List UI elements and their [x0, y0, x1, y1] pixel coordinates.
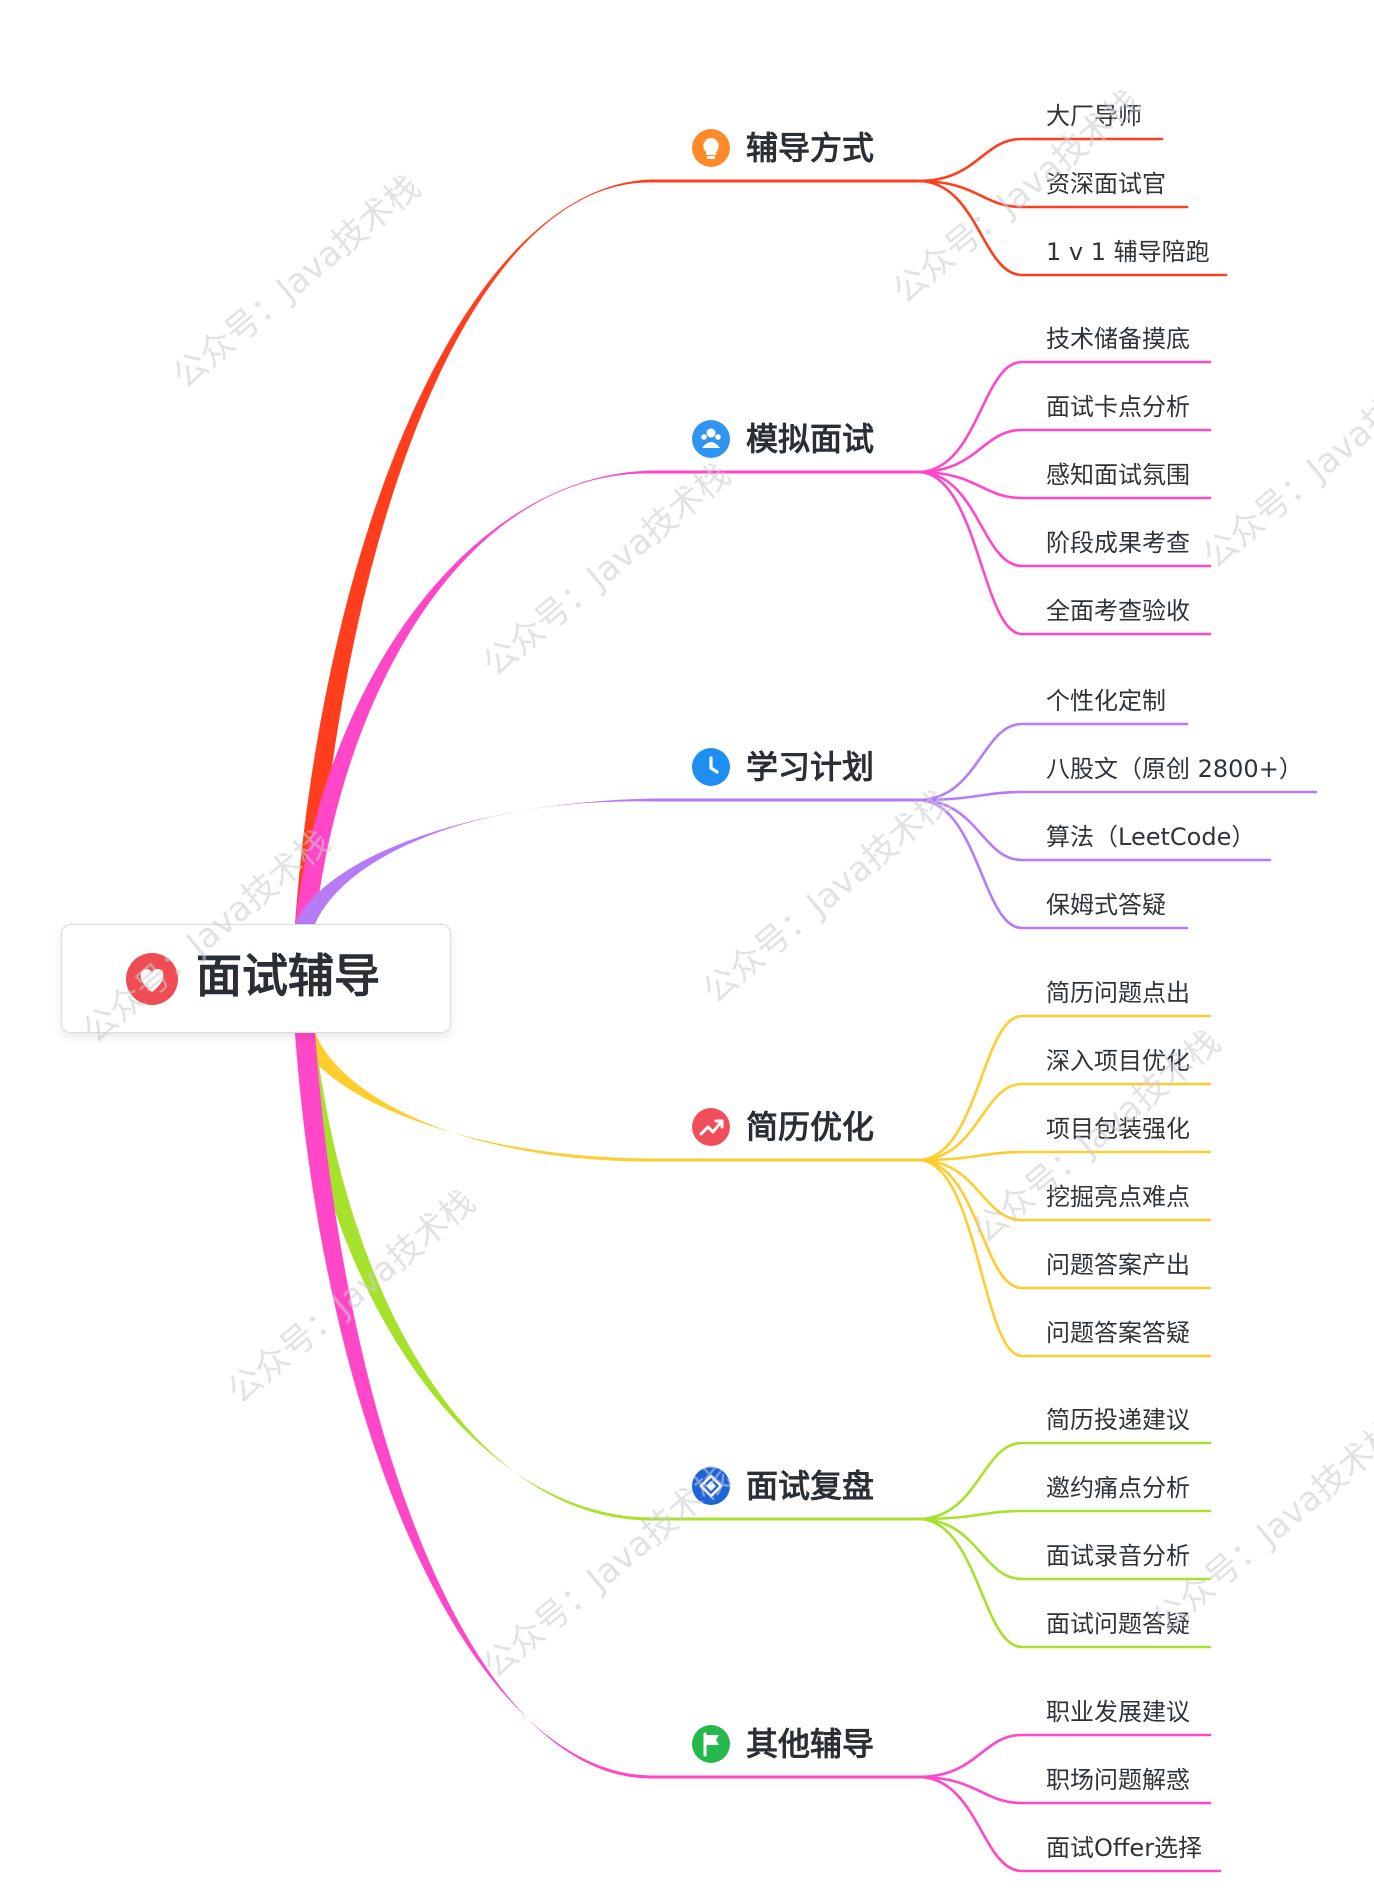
clock-icon [692, 748, 730, 786]
leaf-node-label[interactable]: 面试问题答疑 [1046, 1610, 1190, 1638]
leaf-node-label[interactable]: 感知面试氛围 [1046, 461, 1190, 489]
people-icon [692, 420, 730, 458]
trunk-edge-2 [295, 470, 652, 924]
leaf-edge [916, 790, 1318, 802]
leaf-node-label[interactable]: 职业发展建议 [1046, 1698, 1190, 1726]
trend-up-icon [692, 1108, 730, 1146]
leaf-node-label[interactable]: 技术储备摸底 [1046, 325, 1190, 353]
leaf-node-label[interactable]: 保姆式答疑 [1046, 891, 1166, 919]
flag-icon [692, 1725, 730, 1763]
leaf-edge [916, 470, 1212, 568]
leaf-node-label[interactable]: 1 v 1 辅导陪跑 [1046, 238, 1210, 266]
leaf-edge [916, 1158, 1212, 1290]
trunk-edge-3 [295, 798, 652, 924]
leaf-edge [916, 1517, 1212, 1649]
leaf-edge [916, 1775, 1212, 1805]
leaf-edge [916, 428, 1212, 474]
leaf-node-label[interactable]: 全面考查验收 [1046, 597, 1190, 625]
leaf-edge [916, 1441, 1212, 1521]
trunk-edge-6 [295, 1033, 652, 1779]
branch-node-label[interactable]: 面试复盘 [746, 1467, 875, 1505]
leaf-edge [916, 1082, 1212, 1162]
leaf-edge [916, 1158, 1212, 1358]
leaf-node-label[interactable]: 项目包装强化 [1046, 1115, 1190, 1143]
root-label: 面试辅导 [196, 949, 380, 1003]
handshake-icon [692, 1467, 730, 1505]
leaf-edge [916, 798, 1189, 930]
leaf-edge [916, 360, 1212, 474]
leaf-node-label[interactable]: 挖掘亮点难点 [1046, 1183, 1190, 1211]
leaf-node-label[interactable]: 职场问题解惑 [1046, 1766, 1190, 1794]
leaf-node-label[interactable]: 问题答案产出 [1046, 1251, 1190, 1279]
branch-node-label[interactable]: 其他辅导 [746, 1725, 875, 1763]
leaf-edge [916, 1014, 1212, 1162]
leaf-node-label[interactable]: 简历投递建议 [1046, 1406, 1190, 1434]
leaf-node-label[interactable]: 算法（LeetCode） [1046, 823, 1256, 851]
leaf-edge [916, 1517, 1212, 1581]
leaf-node-label[interactable]: 八股文（原创 2800+） [1046, 755, 1303, 783]
leaf-node-label[interactable]: 邀约痛点分析 [1046, 1474, 1190, 1502]
leaf-node-label[interactable]: 资深面试官 [1046, 170, 1166, 198]
heart-icon [126, 953, 178, 1005]
trunk-edge-1 [295, 179, 652, 924]
leaf-node-label[interactable]: 面试Offer选择 [1046, 1834, 1203, 1862]
branch-node-label[interactable]: 学习计划 [746, 748, 875, 786]
leaf-node-label[interactable]: 面试卡点分析 [1046, 393, 1190, 421]
leaf-edge [916, 179, 1228, 277]
leaf-edge [916, 1733, 1212, 1779]
leaf-node-label[interactable]: 阶段成果考查 [1046, 529, 1190, 557]
leaf-edge [916, 1150, 1212, 1162]
leaf-node-label[interactable]: 问题答案答疑 [1046, 1319, 1190, 1347]
leaf-edge [916, 470, 1212, 636]
branch-node-label[interactable]: 模拟面试 [746, 420, 875, 458]
leaf-node-label[interactable]: 大厂导师 [1046, 102, 1142, 130]
trunk-edge-5 [295, 1033, 652, 1521]
leaf-node-label[interactable]: 个性化定制 [1046, 687, 1166, 715]
leaf-edge [916, 137, 1164, 183]
leaf-edge [916, 1509, 1212, 1521]
leaf-node-label[interactable]: 简历问题点出 [1046, 979, 1190, 1007]
leaf-edge [916, 179, 1189, 209]
leaf-edge [916, 470, 1212, 500]
leaf-edge [916, 722, 1189, 802]
leaf-edge [916, 798, 1272, 862]
branch-node-label[interactable]: 简历优化 [746, 1108, 875, 1146]
leaf-edge [916, 1775, 1222, 1873]
branch-node-label[interactable]: 辅导方式 [746, 129, 875, 167]
trunk-edge-4 [295, 1033, 652, 1162]
leaf-node-label[interactable]: 面试录音分析 [1046, 1542, 1190, 1570]
leaf-edge [916, 1158, 1212, 1222]
leaf-node-label[interactable]: 深入项目优化 [1046, 1047, 1190, 1075]
lightbulb-icon [692, 129, 730, 167]
